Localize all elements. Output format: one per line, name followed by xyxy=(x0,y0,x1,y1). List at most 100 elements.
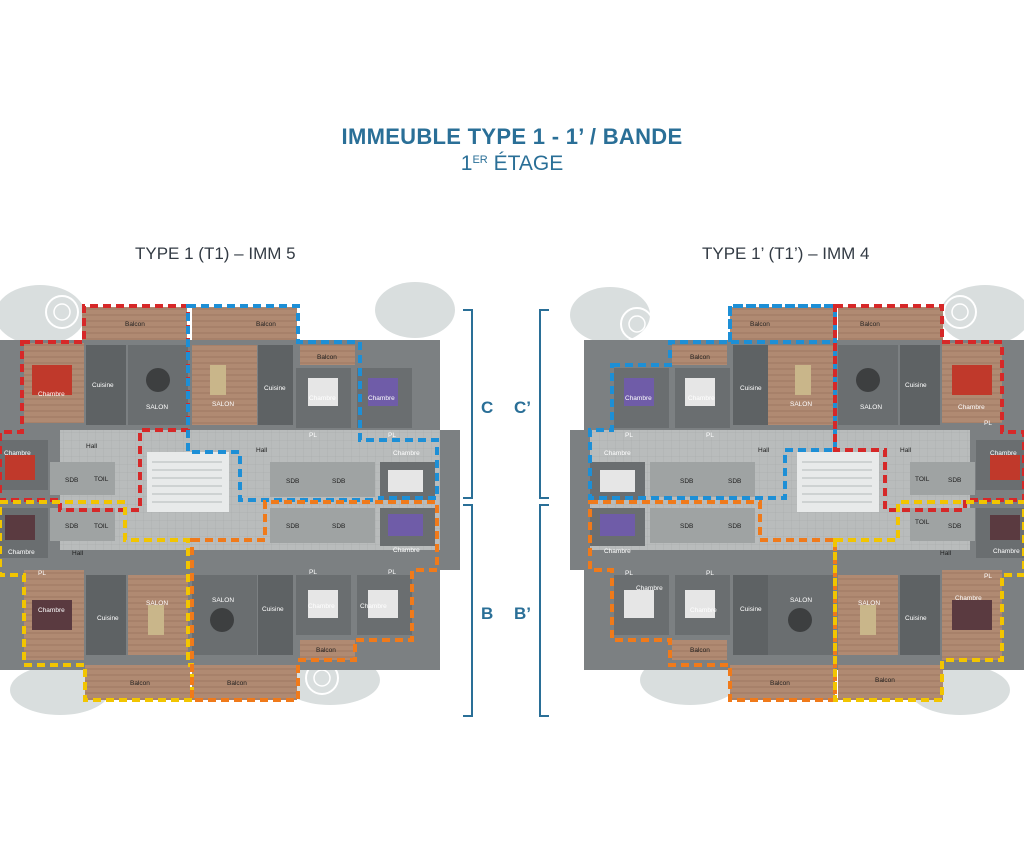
room-label-salon: SALON xyxy=(212,401,234,408)
room-label-cuisine: Cuisine xyxy=(264,385,286,392)
left-room-labels: Balcon Balcon Balcon Chambre Cuisine SAL… xyxy=(4,321,420,687)
room-label-salon: SALON xyxy=(860,404,882,411)
room-label-salon: SALON xyxy=(790,401,812,408)
right-room-labels: Balcon Balcon Balcon Chambre Chambre Cui… xyxy=(604,321,1020,687)
bracket-b-prime xyxy=(539,504,549,717)
room-label-chambre: Chambre xyxy=(308,603,335,610)
room-label-chambre: Chambre xyxy=(955,595,982,602)
room-label-chambre: Chambre xyxy=(360,603,387,610)
bracket-b xyxy=(463,504,473,717)
room-label-balcon: Balcon xyxy=(227,680,247,687)
room-label-cuisine: Cuisine xyxy=(92,382,114,389)
room-label-sdb: SDB xyxy=(948,523,961,530)
label-b-prime: B’ xyxy=(514,604,531,623)
room-label-sdb: SDB xyxy=(728,523,741,530)
page-subtitle: 1ER ÉTAGE xyxy=(0,152,1024,176)
room-label-pl: PL xyxy=(625,432,633,439)
room-label-sdb: SDB xyxy=(948,477,961,484)
bracket-c-prime xyxy=(539,309,549,499)
room-label-chambre: Chambre xyxy=(604,450,631,457)
room-label-pl: PL xyxy=(38,570,46,577)
left-plan-label: TYPE 1 (T1) – IMM 5 xyxy=(135,244,296,263)
room-label-hall: Hall xyxy=(900,447,912,454)
room-label-salon: SALON xyxy=(790,597,812,604)
room-label-salon: SALON xyxy=(858,600,880,607)
bracket-lines xyxy=(463,309,549,717)
room-label-chambre: Chambre xyxy=(38,607,65,614)
room-label-balcon: Balcon xyxy=(317,354,337,361)
room-label-balcon: Balcon xyxy=(750,321,770,328)
room-label-cuisine: Cuisine xyxy=(262,606,284,613)
room-label-balcon: Balcon xyxy=(860,321,880,328)
room-label-toil: TOIL xyxy=(915,476,930,483)
room-label-salon: SALON xyxy=(212,597,234,604)
room-label-salon: SALON xyxy=(146,600,168,607)
room-label-chambre: Chambre xyxy=(604,548,631,555)
right-building xyxy=(570,285,1024,715)
room-label-cuisine: Cuisine xyxy=(905,615,927,622)
room-label-balcon: Balcon xyxy=(256,321,276,328)
bracket-c xyxy=(463,309,473,499)
room-label-pl: PL xyxy=(706,570,714,577)
room-label-sdb: SDB xyxy=(286,478,299,485)
room-label-chambre: Chambre xyxy=(309,395,336,402)
subtitle-rest: ÉTAGE xyxy=(493,152,564,175)
room-label-pl: PL xyxy=(388,569,396,576)
room-label-sdb: SDB xyxy=(728,478,741,485)
room-label-pl: PL xyxy=(625,570,633,577)
room-label-balcon: Balcon xyxy=(690,354,710,361)
left-building xyxy=(0,282,460,715)
room-label-sdb: SDB xyxy=(680,523,693,530)
room-label-pl: PL xyxy=(388,432,396,439)
subtitle-sup: ER xyxy=(472,154,488,166)
room-label-chambre: Chambre xyxy=(4,450,31,457)
right-plan-label: TYPE 1’ (T1’) – IMM 4 xyxy=(702,244,870,263)
room-label-hall: Hall xyxy=(256,447,268,454)
room-label-toil: TOIL xyxy=(915,519,930,526)
room-label-hall: Hall xyxy=(72,550,84,557)
room-label-chambre: Chambre xyxy=(38,391,65,398)
room-label-chambre: Chambre xyxy=(958,404,985,411)
room-label-pl: PL xyxy=(309,432,317,439)
room-label-chambre: Chambre xyxy=(993,548,1020,555)
room-label-sdb: SDB xyxy=(332,523,345,530)
room-label-balcon: Balcon xyxy=(125,321,145,328)
room-label-chambre: Chambre xyxy=(688,395,715,402)
room-label-sdb: SDB xyxy=(65,477,78,484)
room-label-chambre: Chambre xyxy=(690,607,717,614)
label-c-prime: C’ xyxy=(514,398,531,417)
room-label-balcon: Balcon xyxy=(875,677,895,684)
room-label-toil: TOIL xyxy=(94,476,109,483)
room-label-pl: PL xyxy=(706,432,714,439)
room-label-chambre: Chambre xyxy=(990,450,1017,457)
room-label-pl: PL xyxy=(984,420,992,427)
room-label-sdb: SDB xyxy=(680,478,693,485)
room-label-pl: PL xyxy=(309,569,317,576)
room-label-cuisine: Cuisine xyxy=(905,382,927,389)
subtitle-prefix: 1 xyxy=(460,152,473,175)
room-label-chambre: Chambre xyxy=(8,549,35,556)
room-label-balcon: Balcon xyxy=(316,647,336,654)
room-label-toil: TOIL xyxy=(94,523,109,530)
room-label-chambre: Chambre xyxy=(393,450,420,457)
room-label-cuisine: Cuisine xyxy=(740,385,762,392)
room-label-chambre: Chambre xyxy=(393,547,420,554)
page-title: IMMEUBLE TYPE 1 - 1’ / BANDE xyxy=(341,124,683,149)
label-b: B xyxy=(481,604,494,623)
room-label-hall: Hall xyxy=(86,443,98,450)
room-label-chambre: Chambre xyxy=(625,395,652,402)
room-label-chambre: Chambre xyxy=(636,585,663,592)
room-label-salon: SALON xyxy=(146,404,168,411)
room-label-cuisine: Cuisine xyxy=(740,606,762,613)
room-label-hall: Hall xyxy=(758,447,770,454)
room-label-chambre: Chambre xyxy=(368,395,395,402)
room-label-pl: PL xyxy=(984,573,992,580)
room-label-sdb: SDB xyxy=(332,478,345,485)
label-c: C xyxy=(481,398,494,417)
room-label-sdb: SDB xyxy=(65,523,78,530)
room-label-sdb: SDB xyxy=(286,523,299,530)
room-label-balcon: Balcon xyxy=(130,680,150,687)
room-label-balcon: Balcon xyxy=(690,647,710,654)
room-label-cuisine: Cuisine xyxy=(97,615,119,622)
